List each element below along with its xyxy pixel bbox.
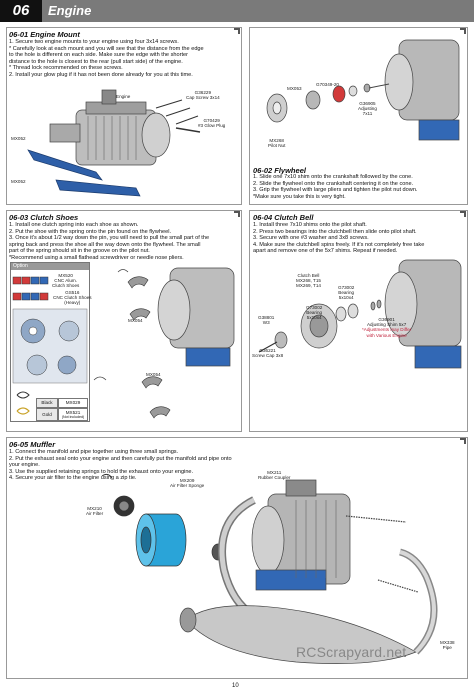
label-mx053: MX053 bbox=[287, 86, 302, 91]
label-g36905: G36905 Adjusting 7x11 bbox=[358, 101, 377, 117]
label-engine: Engine bbox=[116, 94, 131, 99]
panel-corner-mark bbox=[460, 211, 466, 217]
section-number: 06 bbox=[0, 0, 42, 22]
label-g36901: G36901 Adjusting Shim 5x7 *Adjustments m… bbox=[362, 317, 412, 338]
label-g70429: G70429 #3 Glow Plug bbox=[198, 118, 226, 129]
label-mx210: MX210 Air Filter bbox=[86, 506, 104, 517]
panel-corner-mark bbox=[460, 438, 466, 444]
label-mx052-b: MX052 bbox=[11, 179, 26, 184]
label-g38801: G38801 W3 bbox=[258, 315, 275, 326]
steps-muffler: 1. Connect the manifold and pipe togethe… bbox=[9, 449, 232, 482]
label-g70349: G70349-20 bbox=[316, 82, 339, 87]
steps-flywheel: 1. Slide one 7x10 shim onto the cranksha… bbox=[253, 174, 418, 200]
header-bar bbox=[0, 0, 474, 22]
page-number: 10 bbox=[232, 683, 239, 689]
label-clutch-bell: Clutch Bell MX268, T15 MX269, T14 bbox=[296, 273, 321, 289]
option-mx521-cell: MX521 (Not included) bbox=[58, 408, 88, 421]
section-title-engine-mount: 06-01 Engine Mount bbox=[9, 30, 80, 39]
option-gold-cell: Gold bbox=[36, 408, 58, 421]
label-g36221: G36221 Screw Cap 3x8 bbox=[252, 348, 284, 359]
steps-clutch-bell: 1. Install three 7x10 shims onto the pil… bbox=[253, 222, 425, 255]
label-g36229: G36229 Cap Screw 3x14 bbox=[186, 90, 220, 101]
section-title-flywheel: 06-02 Flywheel bbox=[253, 166, 306, 175]
muffler-illustration bbox=[101, 473, 438, 664]
watermark-text: RCScrapyard.net bbox=[296, 644, 407, 660]
page-title: Engine bbox=[48, 3, 92, 18]
flywheel-illustration bbox=[266, 39, 460, 141]
clutch-shoes-illustration bbox=[93, 267, 235, 419]
label-mx268: MX268 Pilot Nut bbox=[268, 138, 286, 149]
label-gs516: GS516 CNC Clutch Shoes (Heavy) bbox=[53, 290, 92, 306]
label-mx211: MX211 Rubber Coupler bbox=[258, 470, 291, 481]
label-mx338: MX338 Pipe bbox=[440, 640, 455, 651]
label-g73002-a: G73002 Bearing 5x10x4 bbox=[338, 285, 355, 301]
label-mx054-a: MX054 bbox=[128, 318, 143, 323]
option-shoes-illustration bbox=[12, 276, 88, 415]
label-g73002-b: G73002 Bearing 5x10x4 bbox=[306, 305, 323, 321]
panel-corner-mark bbox=[234, 211, 240, 217]
label-mx520: MX520 CNC Alum. Clutch Shoes bbox=[52, 273, 80, 289]
section-title-clutch-shoes: 06-03 Clutch Shoes bbox=[9, 213, 79, 222]
section-title-clutch-bell: 06-04 Clutch Bell bbox=[253, 213, 314, 222]
clutch-bell-illustration bbox=[258, 259, 462, 369]
option-mx029-cell: MX029 bbox=[58, 398, 88, 408]
label-mx052-a: MX052 bbox=[11, 136, 26, 141]
label-mx209: MX209 Air Filter Sponge bbox=[170, 478, 205, 489]
label-mx054-b: MX054 bbox=[146, 372, 161, 377]
panel-corner-mark bbox=[460, 28, 466, 34]
panel-corner-mark bbox=[234, 28, 240, 34]
steps-clutch-shoes: 1. Install one clutch spring into each s… bbox=[9, 222, 210, 261]
option-header: Option bbox=[11, 263, 89, 270]
option-black-cell: Black bbox=[36, 398, 58, 408]
section-title-muffler: 06-05 Muffler bbox=[9, 440, 56, 449]
steps-engine-mount: 1. Secure two engine mounts to your engi… bbox=[9, 39, 204, 78]
engine-mount-illustration bbox=[27, 89, 201, 197]
